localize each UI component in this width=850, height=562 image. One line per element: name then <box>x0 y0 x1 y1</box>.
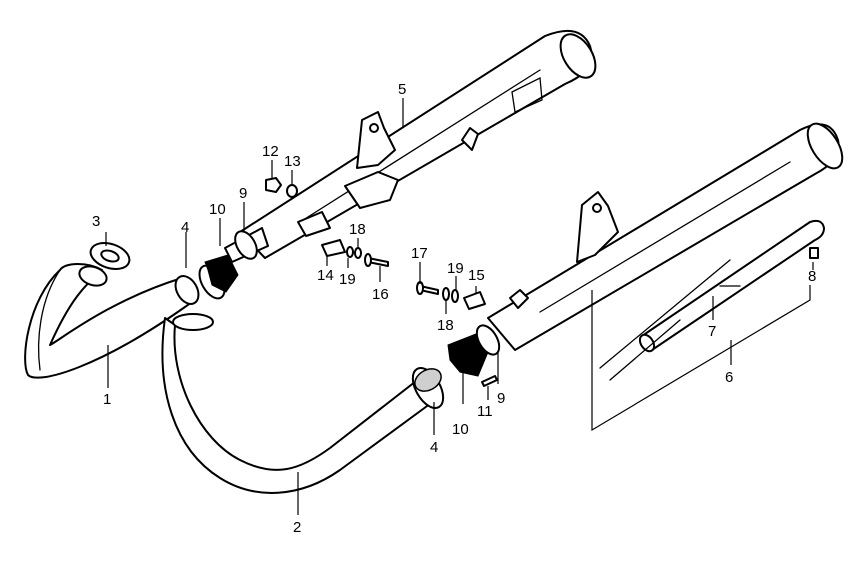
callout-11: 11 <box>477 403 493 420</box>
callout-17: 17 <box>411 245 428 262</box>
callout-6: 6 <box>725 369 733 386</box>
callout-7: 7 <box>708 323 716 340</box>
callout-10-lower: 10 <box>452 421 469 438</box>
callout-15: 15 <box>468 267 485 284</box>
callout-18-upper: 18 <box>349 221 366 238</box>
lower-muffler <box>487 122 844 351</box>
callout-18-lower: 18 <box>437 317 454 334</box>
callout-5: 5 <box>398 81 406 98</box>
callouts: 1 2 3 4 4 5 6 7 8 9 9 10 10 11 12 13 14 … <box>92 81 816 536</box>
callout-1: 1 <box>103 391 111 408</box>
inset-outline <box>591 259 811 432</box>
exhaust-pipe-2 <box>161 313 445 494</box>
baffle-tube <box>638 219 825 353</box>
callout-8: 8 <box>808 268 816 285</box>
callout-14: 14 <box>317 267 334 284</box>
callout-4-upper: 4 <box>181 219 189 236</box>
callout-3: 3 <box>92 213 100 230</box>
callout-4-lower: 4 <box>430 439 438 456</box>
callout-13: 13 <box>284 153 301 170</box>
callout-9-upper: 9 <box>239 185 247 202</box>
callout-10-upper: 10 <box>209 201 226 218</box>
lower-joint-parts <box>447 324 501 377</box>
exhaust-pipe-1 <box>24 242 200 379</box>
callout-12: 12 <box>262 143 279 160</box>
callout-9-lower: 9 <box>497 390 505 407</box>
callout-16: 16 <box>372 286 389 303</box>
upper-muffler <box>224 29 597 263</box>
upper-joint-parts <box>198 230 258 300</box>
callout-2: 2 <box>293 519 301 536</box>
leader-lines <box>105 98 814 515</box>
callout-19-upper: 19 <box>339 271 356 288</box>
callout-19-lower: 19 <box>447 260 464 277</box>
